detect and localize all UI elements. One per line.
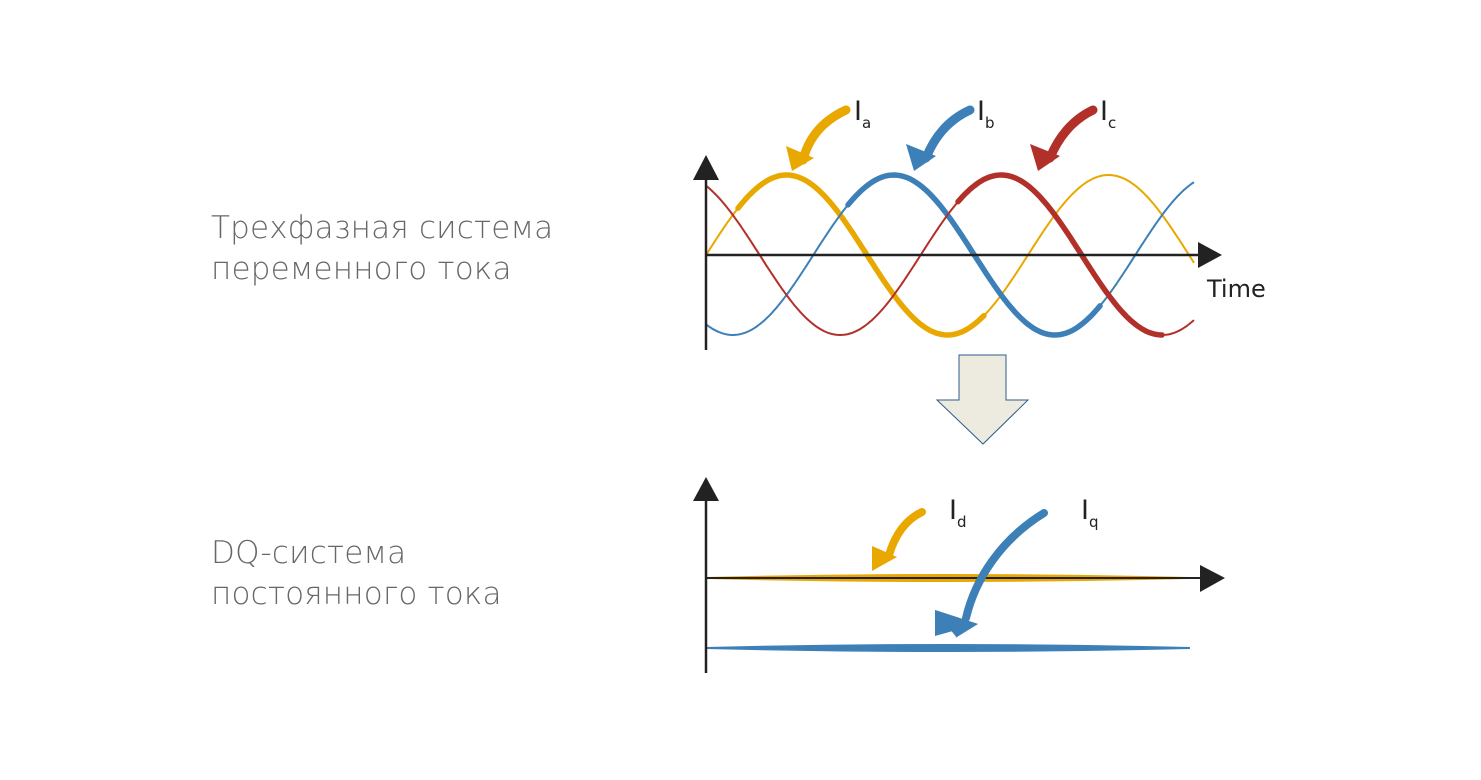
callout-iq: Iq xyxy=(935,495,1099,638)
callout-arrow-ia xyxy=(798,105,851,165)
dq-chart: Id Iq xyxy=(693,477,1225,673)
label-ia: Ia xyxy=(854,96,871,132)
transform-down-arrow-icon xyxy=(935,354,1030,445)
three-phase-chart: Time Ia Ib Ic xyxy=(693,96,1266,350)
callout-arrow-ic xyxy=(1045,105,1098,163)
arrowhead-icon xyxy=(935,610,978,636)
label-ic: Ic xyxy=(1100,96,1116,132)
arrowhead-icon xyxy=(906,144,936,171)
caption-line: DQ-система xyxy=(211,535,407,571)
callout-ib: Ib xyxy=(906,96,995,171)
label-symbol: I xyxy=(977,96,985,127)
caption-line: Трехфазная система xyxy=(211,210,554,246)
callout-arrow-id xyxy=(885,508,926,559)
x-axis-arrowhead-icon xyxy=(1200,565,1225,592)
caption-line: постоянного тока xyxy=(211,576,502,612)
arrowhead-icon xyxy=(786,146,814,171)
label-id: Id xyxy=(949,495,967,531)
label-ib: Ib xyxy=(977,96,995,132)
label-subscript: c xyxy=(1108,114,1116,132)
label-subscript: a xyxy=(862,114,871,132)
callout-id: Id xyxy=(872,495,967,571)
callout-arrow-ib xyxy=(921,105,975,163)
caption-line: переменного тока xyxy=(211,251,512,287)
curve-ia-highlight xyxy=(735,172,987,338)
y-axis-arrowhead-icon xyxy=(693,477,719,501)
label-iq: Iq xyxy=(1081,495,1099,531)
iq-line xyxy=(705,644,1191,652)
curve-ic-highlight xyxy=(955,172,1165,338)
callout-ia: Ia xyxy=(786,96,871,171)
x-axis-arrowhead-icon xyxy=(1198,242,1222,268)
label-symbol: I xyxy=(1081,495,1089,526)
label-symbol: I xyxy=(854,96,862,127)
y-axis-arrowhead-icon xyxy=(693,155,719,180)
label-subscript: b xyxy=(985,114,995,132)
dq-caption: DQ-система постоянного тока xyxy=(211,533,502,615)
label-subscript: d xyxy=(957,513,967,531)
callout-arrow-iq xyxy=(962,509,1048,622)
arrowhead-icon xyxy=(1030,144,1060,171)
label-symbol: I xyxy=(1100,96,1108,127)
callout-ic: Ic xyxy=(1030,96,1116,171)
three-phase-caption: Трехфазная система переменного тока xyxy=(211,208,553,290)
label-subscript: q xyxy=(1089,513,1099,531)
label-symbol: I xyxy=(949,495,957,526)
arrowhead-icon xyxy=(872,546,897,571)
x-axis-label: Time xyxy=(1206,275,1266,303)
